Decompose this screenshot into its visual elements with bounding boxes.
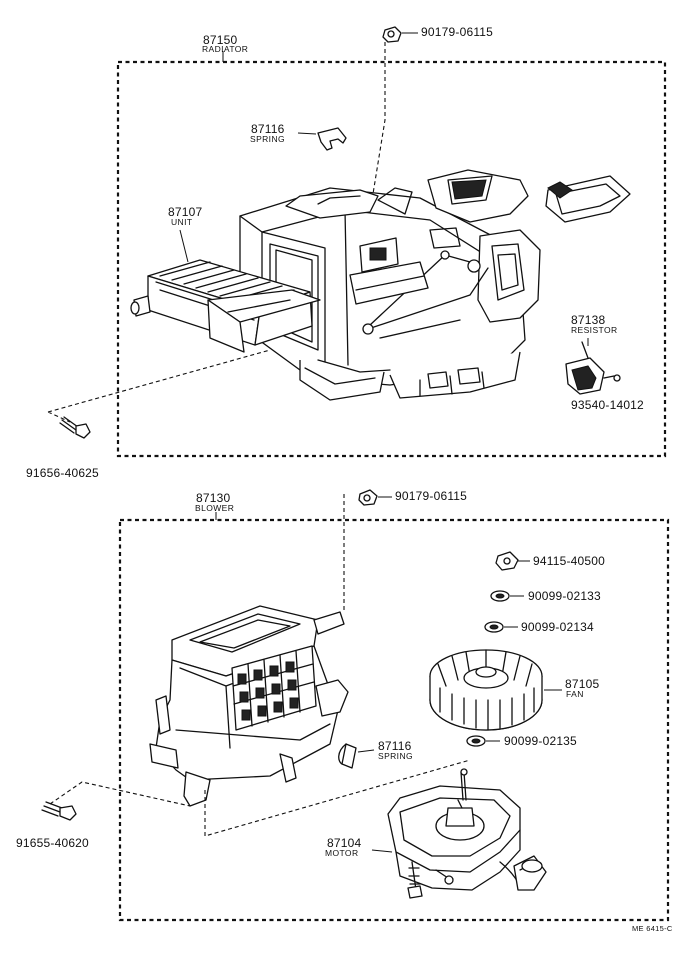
label-93540: 93540-14012	[571, 398, 644, 412]
label-87116-bot-no: 87116	[378, 739, 412, 753]
label-91655: 91655-40620	[16, 836, 89, 850]
motor-icon	[387, 768, 547, 891]
fan-icon	[429, 649, 543, 731]
clip-nut-icon	[382, 26, 402, 43]
screw-icon	[407, 861, 423, 899]
label-91656: 91656-40625	[26, 466, 99, 480]
label-87116-top-no: 87116	[251, 122, 285, 136]
label-87105-name: FAN	[566, 689, 584, 699]
label-87104-no: 87104	[327, 836, 362, 850]
clip-nut-icon	[358, 489, 378, 506]
washer-icon	[484, 621, 504, 633]
label-90099-02134: 90099-02134	[521, 620, 594, 634]
washer-icon	[490, 590, 510, 602]
label-87138-no: 87138	[571, 313, 606, 327]
label-87104-name: MOTOR	[325, 848, 359, 858]
radiator-group-outline	[116, 60, 667, 458]
blower-group-outline	[118, 518, 670, 922]
label-87116-bot-name: SPRING	[378, 751, 413, 761]
resistor-icon	[565, 341, 621, 395]
drawing-reference-stamp: ME 6415-C	[632, 924, 673, 933]
spring-clip-icon	[338, 743, 357, 769]
radiator-core-icon	[130, 259, 321, 353]
bolt-icon	[59, 416, 91, 439]
label-87107-no: 87107	[168, 205, 203, 219]
label-87105-no: 87105	[565, 677, 600, 691]
label-blower-group-no: 87130	[196, 491, 231, 505]
label-90099-02133: 90099-02133	[528, 589, 601, 603]
label-87138-name: RESISTOR	[571, 325, 618, 335]
spring-clip-icon	[317, 127, 347, 151]
label-87116-top-name: SPRING	[250, 134, 285, 144]
washer-icon	[466, 735, 486, 747]
label-radiator-group-name: RADIATOR	[202, 44, 249, 54]
label-90179-top: 90179-06115	[421, 25, 494, 39]
label-blower-group-name: BLOWER	[195, 503, 235, 513]
heater-unit-assembly	[239, 169, 541, 401]
bolt-icon	[41, 801, 77, 821]
label-90099-02135: 90099-02135	[504, 734, 577, 748]
label-94115: 94115-40500	[533, 554, 606, 568]
nut-icon	[495, 551, 519, 571]
label-87107-name: UNIT	[171, 217, 193, 227]
label-radiator-group-no: 87150	[203, 33, 238, 47]
blower-case-assembly	[149, 605, 349, 807]
label-90179-mid: 90179-06115	[395, 489, 468, 503]
duct-piece-icon	[545, 175, 631, 223]
